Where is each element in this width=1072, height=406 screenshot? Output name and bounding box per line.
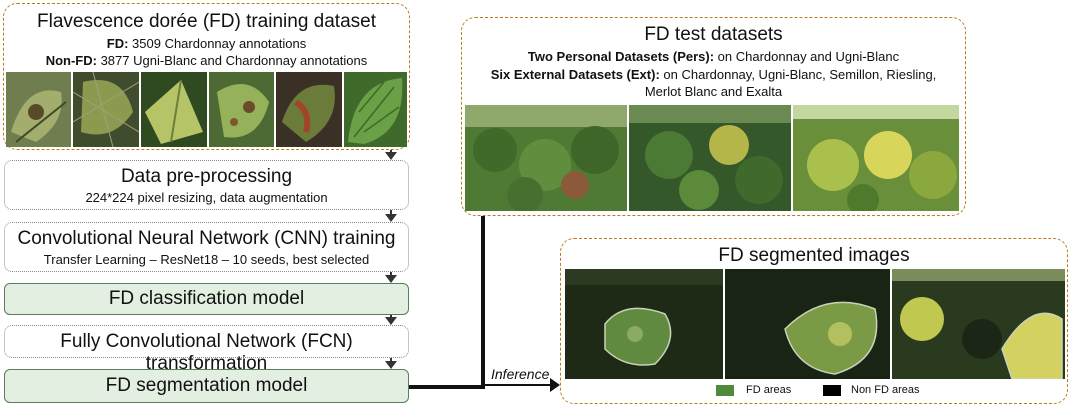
fd-classification-title: FD classification model	[108, 288, 305, 309]
test-datasets-title: FD test datasets	[644, 24, 783, 45]
inference-to-output-line	[483, 384, 551, 386]
cnn-training-subtitle: Transfer Learning – ResNet18 – 10 seeds,…	[43, 252, 370, 267]
arrow-to-preprocessing	[385, 152, 397, 160]
arrow-to-cnn	[385, 214, 397, 222]
fd-classification-model: FD classification model	[4, 283, 409, 315]
segmented-images-title: FD segmented images	[718, 245, 910, 266]
arrow-to-fcn	[385, 317, 397, 325]
training-leaf-image-6	[344, 72, 407, 147]
test-datasets-panel: FD test datasets Two Personal Datasets (…	[461, 17, 966, 216]
connector-2	[390, 210, 392, 216]
arrow-to-segmentation	[385, 361, 397, 369]
test-pers-text: on Chardonnay and Ugni-Blanc	[714, 49, 900, 64]
training-nonfd-line: Non-FD: 3877 Ugni-Blanc and Chardonnay a…	[4, 52, 409, 69]
training-fd-line: FD: 3509 Chardonnay annotations	[4, 35, 409, 52]
test-vineyard-image-1	[465, 105, 627, 211]
test-ext-label: Six External Datasets (Ext):	[490, 67, 660, 82]
training-dataset-panel: Flavescence dorée (FD) training dataset …	[3, 3, 410, 150]
legend-nonfd-swatch	[823, 385, 841, 396]
training-fd-text: 3509 Chardonnay annotations	[128, 36, 307, 51]
preprocessing-title: Data pre-processing	[120, 166, 293, 187]
preprocessing-subtitle: 224*224 pixel resizing, data augmentatio…	[85, 190, 328, 205]
training-leaf-image-2	[73, 72, 139, 147]
test-pers-line: Two Personal Datasets (Pers): on Chardon…	[462, 48, 965, 65]
training-dataset-title: Flavescence dorée (FD) training dataset	[37, 11, 376, 32]
test-ext-text: on Chardonnay, Ugni-Blanc, Semillon, Rie…	[659, 67, 937, 82]
cnn-training-title: Convolutional Neural Network (CNN) train…	[17, 228, 396, 249]
segmented-image-1	[565, 269, 723, 379]
segmented-images-panel: FD segmented images FD areas Non FD area…	[560, 238, 1068, 404]
training-fd-label: FD:	[106, 36, 129, 51]
inference-arrowhead	[550, 378, 560, 392]
legend-fd-label: FD areas	[746, 384, 792, 396]
legend-nonfd-label: Non FD areas	[851, 384, 920, 396]
preprocessing-step: Data pre-processing 224*224 pixel resizi…	[4, 160, 409, 210]
training-leaf-image-4	[209, 72, 274, 147]
cnn-training-step: Convolutional Neural Network (CNN) train…	[4, 222, 409, 272]
connector-5	[390, 358, 392, 363]
inference-horizontal-line	[409, 385, 483, 389]
training-leaf-image-3	[141, 72, 207, 147]
test-vineyard-image-3	[793, 105, 959, 211]
training-leaf-image-5	[276, 72, 342, 147]
fd-segmentation-title: FD segmentation model	[105, 375, 308, 396]
test-ext-line: Six External Datasets (Ext): on Chardonn…	[462, 66, 965, 83]
fcn-transformation-title: Fully Convolutional Network (FCN) transf…	[60, 331, 353, 374]
training-nonfd-label: Non-FD:	[45, 53, 97, 68]
inference-vertical-line	[481, 216, 485, 389]
segmented-image-2	[725, 269, 890, 379]
training-nonfd-text: 3877 Ugni-Blanc and Chardonnay annotatio…	[96, 53, 368, 68]
arrow-to-classification	[385, 275, 397, 283]
training-leaf-image-1	[6, 72, 71, 147]
segmented-image-3	[892, 269, 1065, 379]
connector-3	[390, 272, 392, 277]
test-ext-line-2: Merlot Blanc and Exalta	[644, 84, 783, 99]
fd-segmentation-model: FD segmentation model	[4, 369, 409, 403]
test-vineyard-image-2	[629, 105, 791, 211]
legend-fd-swatch	[716, 385, 734, 396]
inference-label: Inference	[491, 366, 550, 382]
test-pers-label: Two Personal Datasets (Pers):	[527, 49, 715, 64]
fcn-transformation-step: Fully Convolutional Network (FCN) transf…	[4, 325, 409, 374]
